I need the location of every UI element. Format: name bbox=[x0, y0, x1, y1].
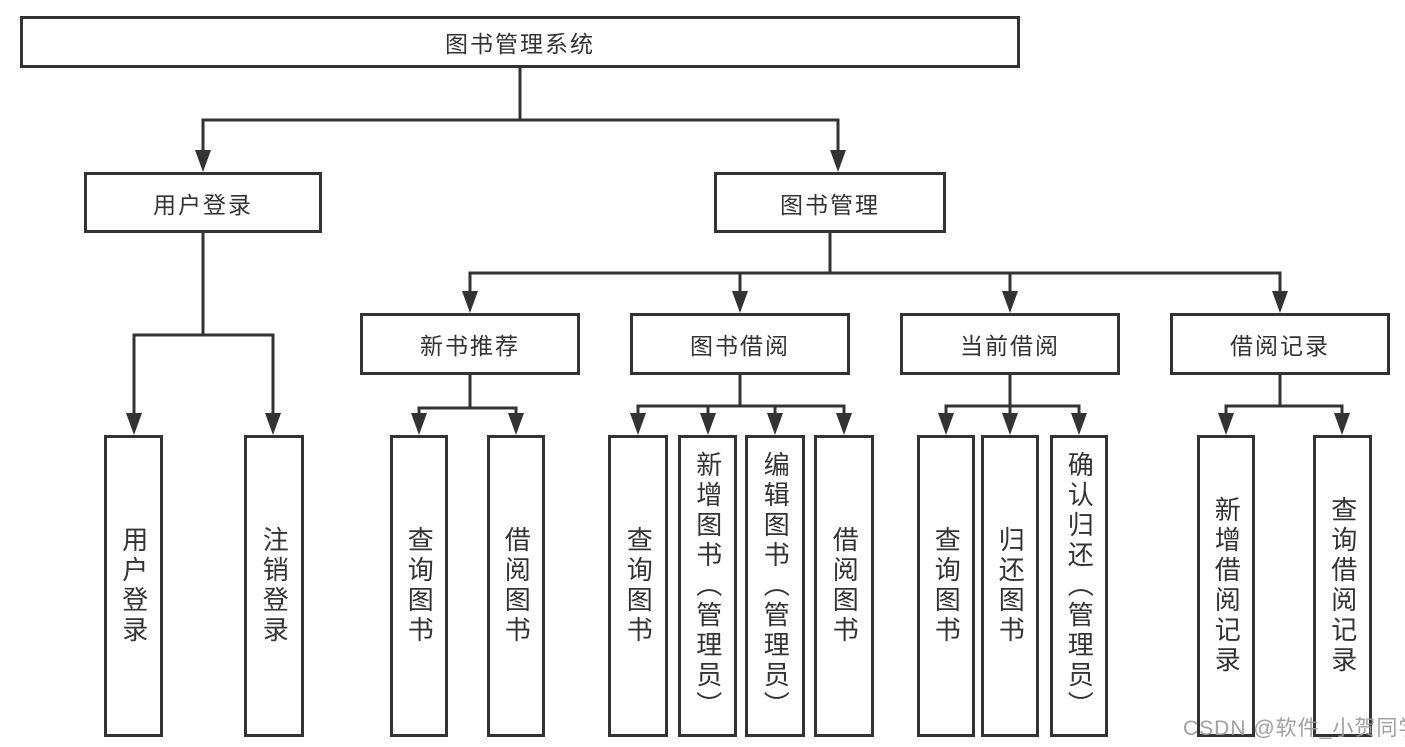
leaf-query-borrow-record: 查询借阅记录 bbox=[1313, 435, 1372, 737]
node-book-management: 图书管理 bbox=[714, 172, 946, 233]
node-label: 新书推荐 bbox=[420, 333, 520, 359]
node-label: 借阅图书 bbox=[501, 526, 532, 646]
node-label: 用户登录 bbox=[118, 526, 149, 646]
node-label: 借阅图书 bbox=[829, 526, 860, 646]
node-label: 图书管理 bbox=[780, 191, 880, 218]
leaf-logout: 注销登录 bbox=[244, 435, 304, 737]
node-label: 查询借阅记录 bbox=[1327, 496, 1358, 676]
node-label: 新增借阅记录 bbox=[1211, 496, 1242, 676]
leaf-query-books-current: 查询图书 bbox=[917, 435, 975, 737]
leaf-add-book-admin: 新增图书（管理员） bbox=[678, 435, 737, 737]
leaf-query-books-borrow: 查询图书 bbox=[608, 435, 668, 737]
node-label: 新增图书（管理员） bbox=[692, 451, 723, 721]
csdn-watermark: CSDN @软件_小贺同学 bbox=[1183, 717, 1405, 740]
leaf-return-book: 归还图书 bbox=[981, 435, 1039, 737]
leaf-query-books-recommend: 查询图书 bbox=[390, 435, 448, 737]
leaf-borrow-books-recommend: 借阅图书 bbox=[487, 435, 545, 737]
node-label: 用户登录 bbox=[153, 191, 253, 218]
node-current-borrowing: 当前借阅 bbox=[900, 313, 1120, 375]
leaf-confirm-return-admin: 确认归还（管理员） bbox=[1050, 435, 1108, 737]
leaf-add-borrow-record: 新增借阅记录 bbox=[1197, 435, 1255, 737]
node-label: 编辑图书（管理员） bbox=[760, 451, 791, 721]
node-label: 当前借阅 bbox=[960, 333, 1060, 359]
node-label: 借阅记录 bbox=[1230, 333, 1330, 359]
node-label: 查询图书 bbox=[404, 526, 435, 646]
leaf-edit-book-admin: 编辑图书（管理员） bbox=[745, 435, 805, 737]
leaf-user-login: 用户登录 bbox=[104, 435, 163, 737]
node-label: 查询图书 bbox=[623, 526, 654, 646]
node-library-management-system: 图书管理系统 bbox=[20, 16, 1020, 68]
node-label: 图书管理系统 bbox=[445, 31, 595, 57]
leaf-borrow-books: 借阅图书 bbox=[814, 435, 874, 737]
node-label: 注销登录 bbox=[259, 526, 290, 646]
node-borrowing-records: 借阅记录 bbox=[1170, 313, 1390, 375]
node-label: 图书借阅 bbox=[690, 333, 790, 359]
node-user-login: 用户登录 bbox=[84, 172, 322, 233]
node-book-borrowing: 图书借阅 bbox=[630, 313, 850, 375]
node-label: 确认归还（管理员） bbox=[1064, 451, 1095, 721]
node-label: 归还图书 bbox=[995, 526, 1026, 646]
node-label: 查询图书 bbox=[931, 526, 962, 646]
node-new-book-recommend: 新书推荐 bbox=[360, 313, 580, 375]
